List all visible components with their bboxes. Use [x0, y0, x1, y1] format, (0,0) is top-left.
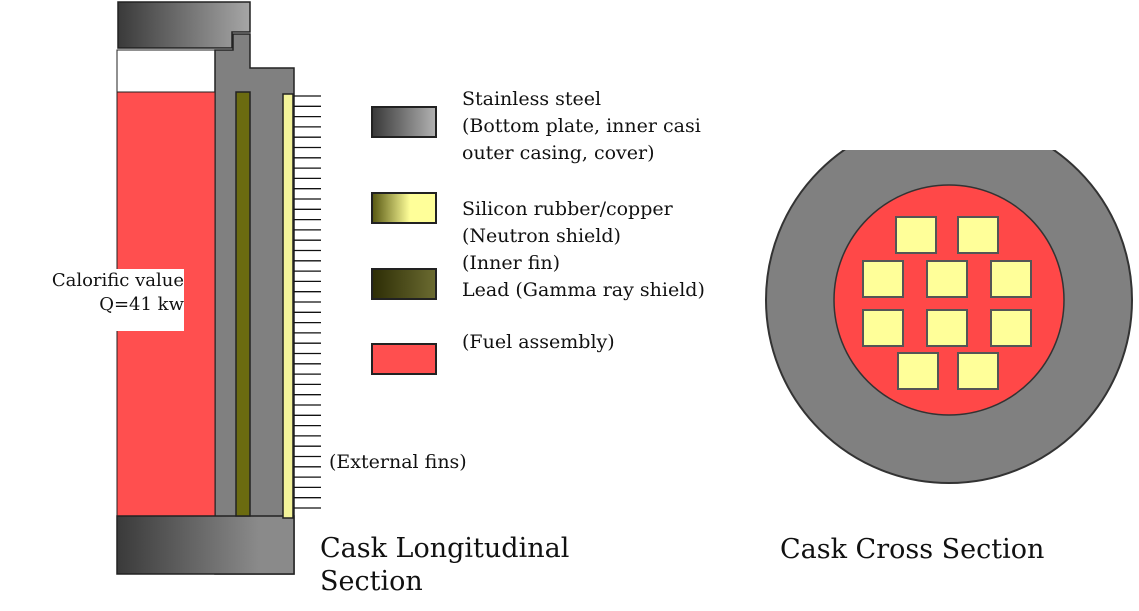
fuel-assembly: [990, 309, 1032, 347]
fuel-assembly: [957, 216, 999, 254]
caption-longitudinal: Cask Longitudinal Section: [320, 532, 569, 598]
calorific-line-1: Calorific value: [51, 270, 184, 291]
fuel-assembly: [990, 260, 1032, 298]
neutron-shield-strip: [282, 93, 294, 519]
fuel-assembly: [862, 260, 904, 298]
fuel-basket-region: [833, 184, 1065, 416]
caption-longitudinal-line-2: Section: [320, 566, 423, 597]
cavity-gap: [116, 49, 216, 93]
caption-longitudinal-line-1: Cask Longitudinal: [320, 533, 570, 564]
legend-line: (Inner fin): [462, 252, 561, 274]
fuel-assembly: [897, 352, 939, 390]
fuel-assembly: [926, 260, 968, 298]
fuel-assembly: [895, 216, 937, 254]
bottom-plate: [116, 515, 295, 575]
legend-line: Stainless steel: [462, 88, 602, 110]
legend-text-stainless-steel: Stainless steel (Bottom plate, inner cas…: [462, 86, 747, 167]
cask-cover: [117, 1, 251, 49]
legend-line: Silicon rubber/copper: [462, 198, 673, 220]
legend-line: (Neutron shield): [462, 225, 621, 247]
caption-cross-section: Cask Cross Section: [780, 534, 1045, 565]
legend-text-lead: Lead (Gamma ray shield): [462, 279, 705, 301]
external-fins: [294, 95, 321, 509]
cask-casing: [214, 33, 295, 575]
legend-swatch-fuel: [371, 343, 437, 375]
legend-line: (Bottom plate, inner casi: [462, 115, 701, 137]
legend-swatch-stainless-steel: [371, 106, 437, 138]
legend-line: outer casing, cover): [462, 142, 655, 164]
fuel-assembly: [926, 309, 968, 347]
calorific-value-label: Calorific value Q=41 kw: [22, 269, 184, 331]
lead-shield-strip: [235, 91, 251, 517]
legend-text-silicon-rubber: Silicon rubber/copper (Neutron shield) (…: [462, 196, 673, 277]
legend-text-fuel: (Fuel assembly): [462, 331, 615, 353]
external-fins-label: (External fins): [329, 451, 467, 473]
fuel-assembly: [957, 352, 999, 390]
fuel-assembly: [862, 309, 904, 347]
legend-swatch-lead: [371, 268, 437, 300]
legend-swatch-silicon-rubber: [371, 192, 437, 224]
cross-section-diagram: [765, 150, 1133, 484]
fuel-assemblies-grid: [862, 216, 1032, 390]
calorific-line-2: Q=41 kw: [99, 294, 184, 315]
